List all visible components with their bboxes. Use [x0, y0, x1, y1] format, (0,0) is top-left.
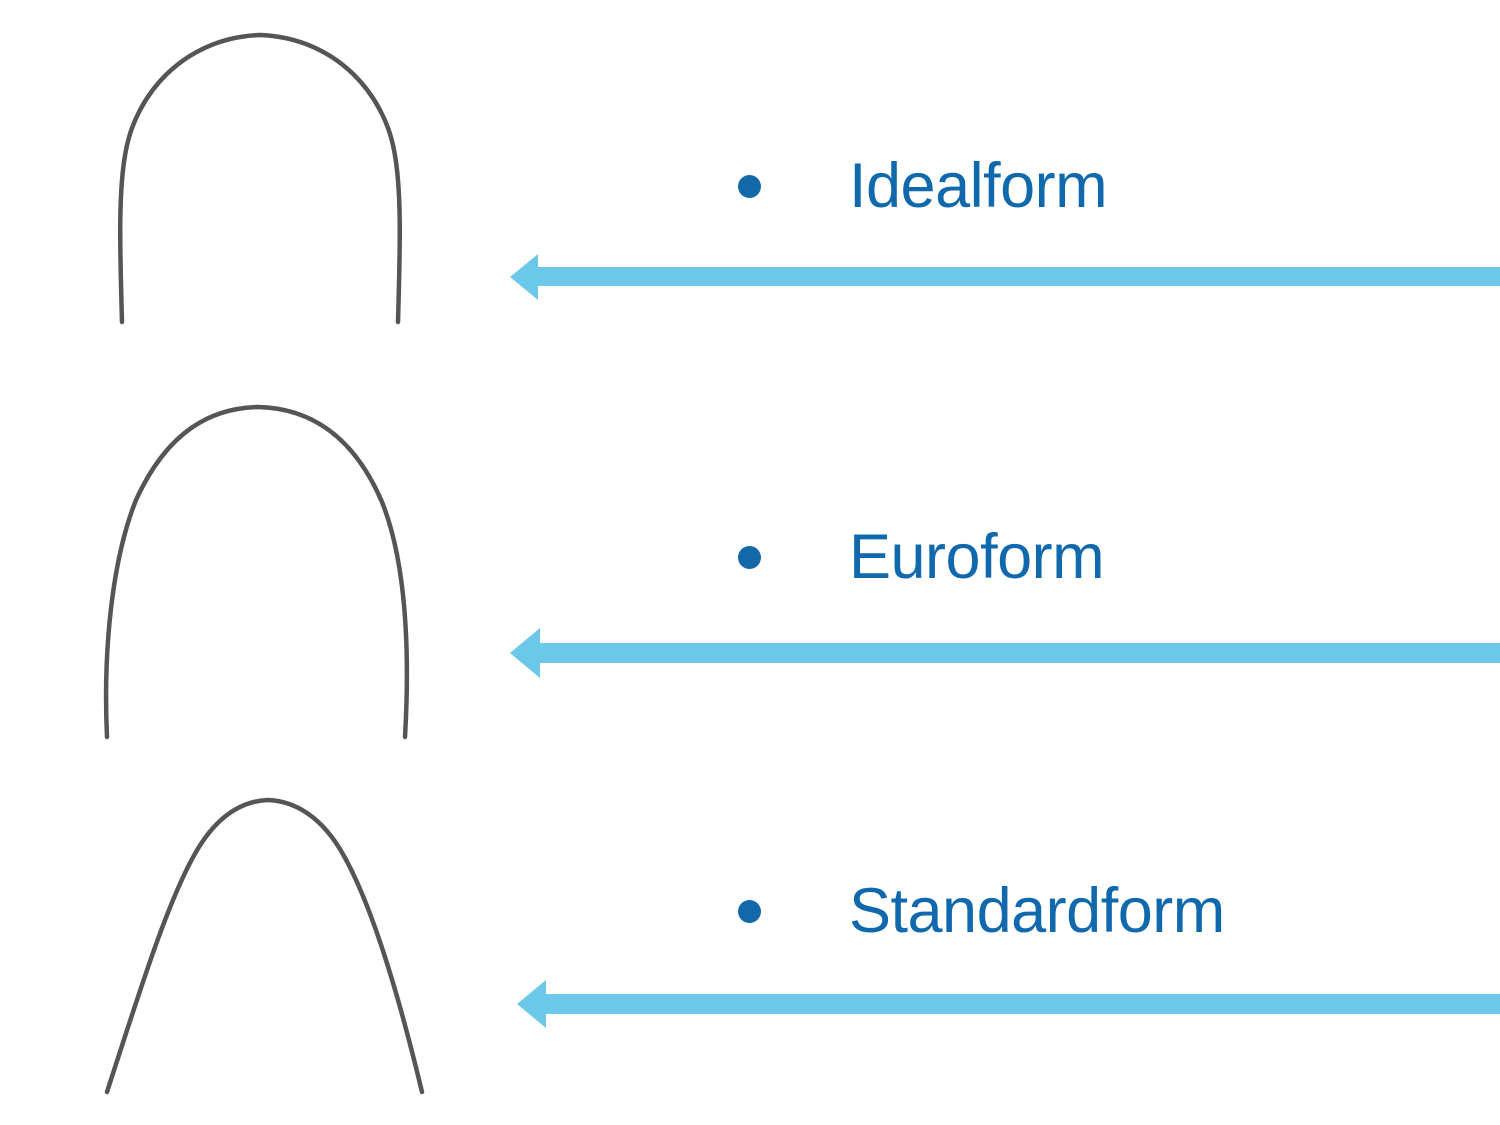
bullet-icon	[738, 900, 761, 923]
list-item-standardform[interactable]: Standardform	[738, 880, 1225, 943]
list-item-idealform[interactable]: Idealform	[738, 151, 1108, 221]
label-euroform: Euroform	[849, 522, 1105, 592]
arrow-left-standardform[interactable]	[517, 980, 1500, 1028]
bullet-icon	[738, 546, 761, 569]
label-idealform: Idealform	[849, 151, 1108, 221]
arrow-left-idealform[interactable]	[510, 254, 1500, 300]
list-item-euroform[interactable]: Euroform	[738, 522, 1105, 592]
arrow-left-euroform[interactable]	[510, 628, 1500, 678]
bullet-icon	[738, 175, 761, 198]
label-standardform: Standardform	[849, 876, 1225, 946]
